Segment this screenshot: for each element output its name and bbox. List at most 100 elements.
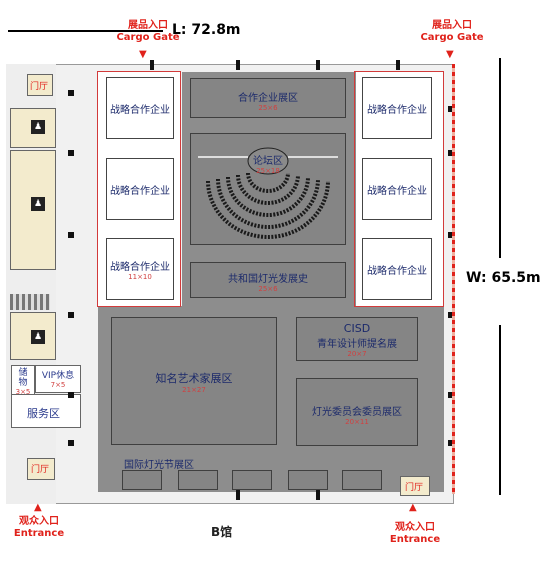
pillar	[68, 90, 74, 96]
cisd-zone[interactable]: CISD 青年设计师提名展 20×7	[296, 317, 418, 361]
strategic-booth-left-3-size: 11×10	[128, 272, 152, 281]
strategic-booth-right-2[interactable]: 战略合作企业	[362, 158, 432, 220]
strategic-booth-right-3-label: 战略合作企业	[367, 265, 427, 277]
entrance-right-arrow: ▲	[409, 502, 417, 513]
history-zone-label: 共和国灯光发展史	[228, 274, 308, 285]
vip-label: VIP休息	[41, 371, 75, 381]
strategic-booth-left-3[interactable]: 战略合作企业 11×10	[106, 238, 174, 300]
cargo-gate-right-arrow: ▼	[446, 49, 454, 60]
entrance-right-cn: 观众入口	[395, 522, 435, 533]
strategic-booth-right-2-label: 战略合作企业	[367, 185, 427, 197]
forum-size: 25×18	[256, 167, 280, 175]
entrance-left-cn: 观众入口	[19, 516, 59, 527]
artist-zone-label: 知名艺术家展区	[155, 372, 233, 385]
restroom-3	[10, 312, 56, 360]
strategic-booth-right-3[interactable]: 战略合作企业	[362, 238, 432, 300]
festival-booth-5[interactable]	[342, 470, 382, 490]
strategic-frame-right	[354, 71, 444, 307]
pillar	[68, 392, 74, 398]
lobby-right-bottom-label: 门厅	[405, 483, 424, 493]
right-wall-stripe	[452, 64, 455, 494]
cisd-size: 20×7	[347, 350, 367, 358]
pillar	[448, 392, 454, 398]
history-zone-size: 25×6	[258, 285, 278, 293]
committee-zone-label: 灯光委员会委员展区	[312, 407, 402, 418]
lobby-left-top	[27, 74, 53, 96]
artist-zone-size: 21×27	[182, 386, 206, 394]
cisd-line1: CISD	[343, 322, 371, 335]
entrance-right-en: Entrance	[389, 534, 441, 545]
partner-zone-label: 合作企业展区	[238, 93, 298, 104]
strategic-booth-right-1-label: 战略合作企业	[367, 104, 427, 116]
festival-booth-3[interactable]	[232, 470, 272, 490]
cargo-gate-left: 展品入口 Cargo Gate	[110, 20, 186, 44]
cargo-gate-right-cn: 展品入口	[432, 20, 472, 31]
service-label: 服务区	[27, 407, 60, 420]
width-label: W: 65.5m	[466, 270, 541, 286]
pillar	[396, 60, 400, 70]
width-dimension-line-top	[499, 58, 501, 258]
cargo-gate-left-arrow: ▼	[139, 49, 147, 60]
entrance-left-arrow: ▲	[34, 502, 42, 513]
pillar	[68, 312, 74, 318]
pillar	[316, 60, 320, 70]
vip-size: 7×5	[50, 381, 66, 389]
entrance-left: 观众入口 Entrance	[2, 516, 76, 540]
lobby-left-bottom	[27, 458, 55, 480]
strategic-booth-left-3-label: 战略合作企业	[110, 261, 170, 273]
festival-booth-4[interactable]	[288, 470, 328, 490]
pillar	[448, 150, 454, 156]
entrance-left-en: Entrance	[13, 528, 65, 539]
entrance-right: 观众入口 Entrance	[378, 522, 452, 546]
cargo-gate-left-en: Cargo Gate	[116, 32, 180, 43]
history-zone[interactable]: 共和国灯光发展史 25×6	[190, 262, 346, 298]
strategic-frame-left	[97, 71, 181, 307]
cisd-line2: 青年设计师提名展	[317, 339, 397, 350]
festival-booth-row	[120, 470, 430, 490]
pillar	[68, 232, 74, 238]
storage-size: 3×5	[15, 388, 31, 396]
pillar	[316, 490, 320, 500]
pillar	[68, 440, 74, 446]
pillar	[150, 60, 154, 70]
partner-zone-size: 25×6	[258, 104, 278, 112]
artist-zone[interactable]: 知名艺术家展区 21×27	[111, 317, 277, 445]
width-dimension-line-bottom	[499, 325, 501, 495]
cargo-gate-left-cn: 展品入口	[128, 20, 168, 31]
strategic-booth-left-2[interactable]: 战略合作企业	[106, 158, 174, 220]
forum-seating	[198, 147, 338, 239]
storage-label: 储物	[18, 368, 28, 388]
partner-zone[interactable]: 合作企业展区 25×6	[190, 78, 346, 118]
restroom-icon-1: ♟	[31, 120, 45, 134]
lobby-left-top-label: 门厅	[30, 82, 49, 92]
pillar	[448, 106, 454, 112]
committee-zone-size: 20×11	[345, 418, 369, 426]
cargo-gate-right-en: Cargo Gate	[420, 32, 484, 43]
length-label: L: 72.8m	[172, 22, 241, 38]
pillar	[448, 312, 454, 318]
restroom-icon-2: ♟	[31, 197, 45, 211]
lobby-right-bottom	[400, 476, 430, 496]
lobby-left-bottom-label: 门厅	[31, 465, 50, 475]
committee-zone[interactable]: 灯光委员会委员展区 20×11	[296, 378, 418, 446]
strategic-booth-left-1-label: 战略合作企业	[110, 104, 170, 116]
service-area	[11, 394, 81, 428]
length-dimension-line	[8, 30, 163, 32]
restroom-icon-3: ♟	[31, 330, 45, 344]
festival-zone-label: 国际灯光节展区	[124, 460, 194, 471]
strategic-booth-left-2-label: 战略合作企业	[110, 185, 170, 197]
strategic-booth-right-1[interactable]: 战略合作企业	[362, 77, 432, 139]
forum-label-block: 论坛区 25×18	[248, 152, 288, 175]
pillar	[236, 490, 240, 500]
pillar	[236, 60, 240, 70]
festival-booth-1[interactable]	[122, 470, 162, 490]
stairs	[10, 294, 50, 310]
strategic-booth-left-1[interactable]: 战略合作企业	[106, 77, 174, 139]
pillar	[68, 150, 74, 156]
forum-label: 论坛区	[253, 156, 283, 167]
vip-lounge: VIP休息 7×5	[35, 365, 81, 393]
pillar	[448, 232, 454, 238]
festival-booth-2[interactable]	[178, 470, 218, 490]
cargo-gate-right: 展品入口 Cargo Gate	[414, 20, 490, 44]
pillar	[448, 440, 454, 446]
